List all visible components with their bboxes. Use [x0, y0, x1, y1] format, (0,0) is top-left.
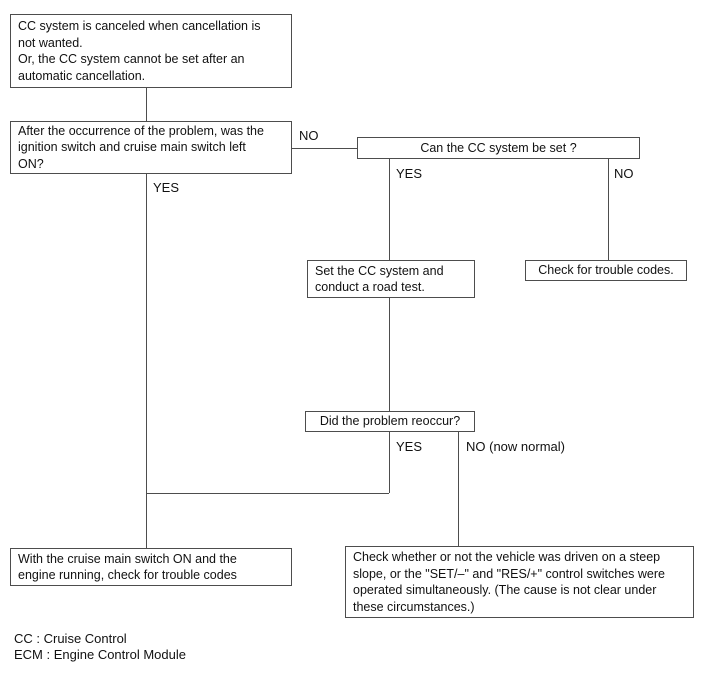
flow-box-check-trouble-codes: Check for trouble codes.	[525, 260, 687, 281]
label-ignition-no: NO	[299, 128, 319, 143]
connector-ccset-no-branch	[608, 159, 609, 260]
flow-box-road-test-action: Set the CC system and conduct a road tes…	[307, 260, 475, 298]
connector-reoccur-yes-join	[146, 493, 389, 494]
label-ccset-yes: YES	[396, 166, 423, 181]
connector-roadtest-to-reoccur	[389, 298, 390, 412]
label-ccset-no: NO	[614, 166, 634, 181]
flow-box-problem-statement: CC system is canceled when cancellation …	[10, 14, 292, 88]
flow-box-check-codes-engine-running: With the cruise main switch ON and the e…	[10, 548, 292, 586]
connector-reoccur-no-drop	[458, 432, 459, 546]
label-ignition-yes: YES	[153, 180, 180, 195]
flow-box-steep-slope-check: Check whether or not the vehicle was dri…	[345, 546, 694, 618]
label-reoccur-yes: YES	[396, 439, 423, 454]
flow-box-problem-reoccur-question: Did the problem reoccur?	[305, 411, 475, 432]
flow-box-cc-set-question: Can the CC system be set ?	[357, 137, 640, 159]
flow-box-ignition-switch-question: After the occurrence of the problem, was…	[10, 121, 292, 174]
connector-problem-to-ignition	[146, 88, 147, 121]
legend-cc: CC : Cruise Control	[14, 631, 127, 646]
label-reoccur-no: NO (now normal)	[466, 439, 565, 454]
connector-ccset-yes-branch	[389, 159, 390, 260]
connector-ignition-no-branch	[292, 148, 357, 149]
connector-reoccur-yes-drop	[389, 432, 390, 493]
connector-ignition-yes-branch	[146, 174, 147, 548]
legend-ecm: ECM : Engine Control Module	[14, 647, 186, 662]
